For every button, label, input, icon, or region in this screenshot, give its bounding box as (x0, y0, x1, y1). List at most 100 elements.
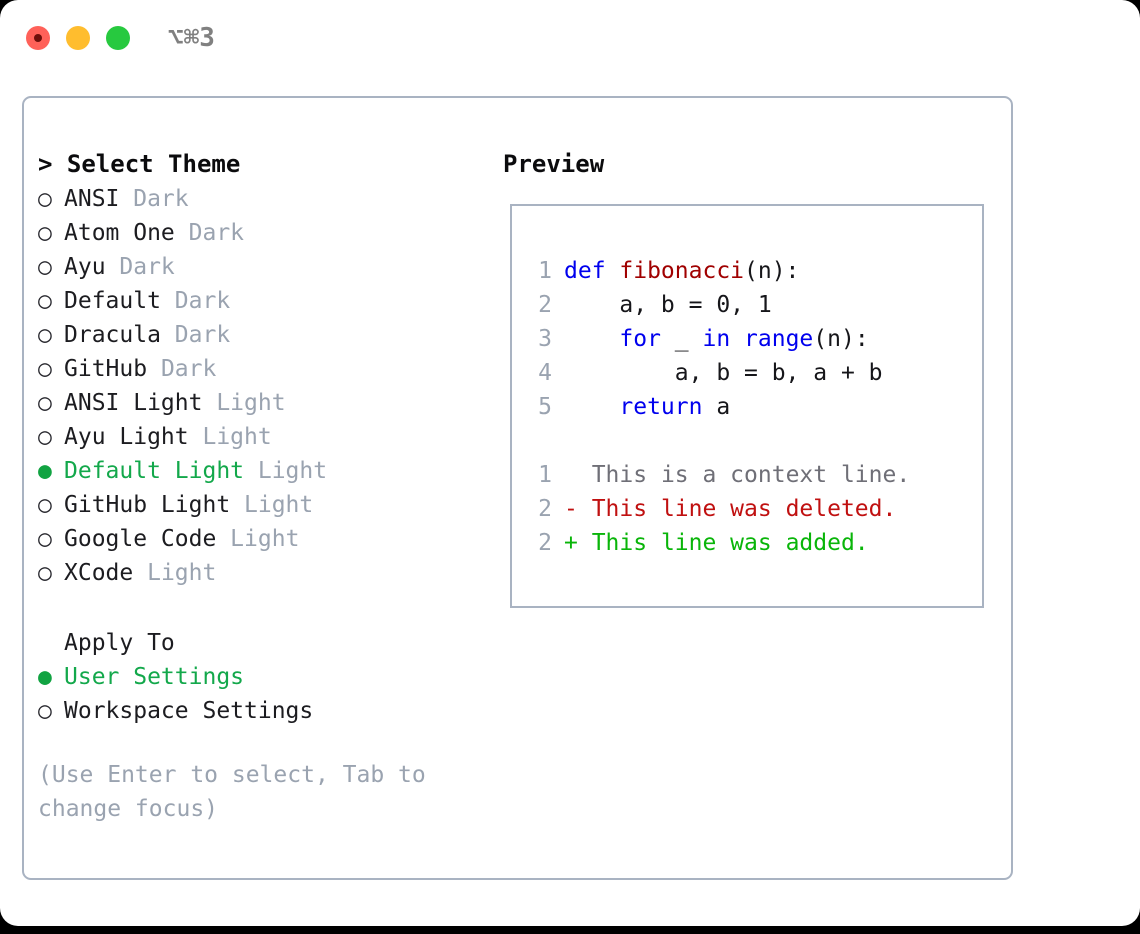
theme-variant-tag: Light (216, 526, 300, 552)
apply-to-title: Apply To (64, 630, 175, 656)
theme-list-item[interactable]: ○Default Dark (38, 284, 498, 318)
main-panel: > Select Theme ○ANSI Dark○Atom One Dark○… (22, 96, 1013, 880)
radio-unselected-icon: ○ (38, 254, 52, 280)
code-token (730, 326, 744, 352)
code-token: return (619, 394, 703, 420)
line-number: 5 (538, 394, 552, 420)
theme-list-item[interactable]: ○ Atom One Dark (38, 216, 498, 250)
theme-variant-tag: Light (202, 390, 286, 416)
line-number: 2 (538, 292, 552, 318)
theme-variant-tag: Light (133, 560, 217, 586)
radio-selected-icon: ● (38, 458, 52, 484)
theme-list-item[interactable]: ○ GitHub Dark (38, 352, 498, 386)
radio-unselected-icon: ○ (38, 698, 52, 724)
code-token: (n): (744, 258, 800, 284)
theme-name-label: Ayu (64, 254, 106, 280)
diff-marker: + (564, 530, 578, 556)
theme-variant-tag: Light (188, 424, 272, 450)
apply-to-option[interactable]: ○ Workspace Settings (38, 694, 498, 728)
theme-list-item[interactable]: ○ Dracula Dark (38, 318, 498, 352)
title-bar: ⌥⌘3 (0, 0, 1140, 78)
code-token: (n): (813, 326, 869, 352)
theme-list-item[interactable]: ○ Ayu Light Light (38, 420, 498, 454)
zoom-button-icon[interactable] (106, 26, 130, 50)
theme-list-item[interactable]: ○ANSI Dark (38, 182, 498, 216)
code-token: fibonacci (619, 258, 745, 284)
theme-name-label: Atom One (64, 220, 175, 246)
theme-variant-tag: Dark (174, 220, 245, 246)
diff-text: This is a context line. (577, 462, 911, 488)
diff-text: This line was deleted. (577, 496, 897, 522)
code-line: 1 def fibonacci(n): (526, 254, 910, 288)
radio-unselected-icon: ○ (38, 560, 52, 586)
preview-title: Preview (503, 150, 605, 178)
theme-name-label: Default Light (64, 458, 245, 484)
radio-unselected-icon: ○ (38, 356, 52, 382)
apply-to-list: ● User Settings ○ Workspace Settings (38, 660, 498, 728)
theme-variant-tag: Dark (119, 186, 189, 212)
radio-selected-icon: ● (38, 664, 52, 690)
radio-unselected-icon: ○ (38, 424, 52, 450)
theme-list-item[interactable]: ○ Google Code Light (38, 522, 498, 556)
theme-variant-tag: Light (230, 492, 314, 518)
line-number: 1 (538, 462, 552, 488)
radio-unselected-icon: ○ (38, 322, 52, 348)
traffic-lights (26, 26, 130, 50)
theme-name-label: Ayu Light (64, 424, 189, 450)
theme-list-item[interactable]: ○GitHub Light Light (38, 488, 498, 522)
line-number: 3 (538, 326, 552, 352)
theme-name-label: Google Code (64, 526, 217, 552)
close-button-icon[interactable] (26, 26, 50, 50)
radio-unselected-icon: ○ (38, 492, 52, 518)
theme-name-label: XCode (64, 560, 134, 586)
diff-marker (564, 462, 578, 488)
code-token: a (702, 394, 731, 420)
theme-list: ○ANSI Dark○Atom One Dark○Ayu Dark○Defaul… (38, 182, 498, 590)
line-number: 1 (538, 258, 552, 284)
code-token (564, 326, 619, 352)
radio-unselected-icon: ○ (38, 390, 52, 416)
line-number: 4 (538, 360, 552, 386)
theme-picker-column: > Select Theme ○ANSI Dark○Atom One Dark○… (38, 146, 498, 826)
keyboard-shortcut-label: ⌥⌘3 (168, 23, 215, 53)
code-line: 3 for _ in range(n): (526, 322, 910, 356)
theme-name-label: GitHub (64, 356, 148, 382)
theme-list-item[interactable]: ○ ANSI Light Light (38, 386, 498, 420)
theme-variant-tag: Dark (147, 356, 217, 382)
code-token: for (619, 326, 661, 352)
code-token: _ (660, 326, 703, 352)
line-number: 2 (538, 496, 552, 522)
apply-to-label: User Settings (64, 664, 245, 690)
keyboard-hint: (Use Enter to select, Tab to change focu… (38, 762, 440, 822)
diff-text: This line was added. (577, 530, 869, 556)
theme-list-item[interactable]: ○ XCode Light (38, 556, 498, 590)
apply-to-option[interactable]: ● User Settings (38, 660, 498, 694)
diff-line: 2- This line was deleted. (526, 492, 910, 526)
theme-variant-tag: Dark (160, 288, 231, 314)
code-diff-separator (526, 424, 910, 458)
code-token: a, b = b, a + b (564, 360, 883, 386)
apply-to-label: Workspace Settings (64, 698, 314, 724)
minimize-button-icon[interactable] (66, 26, 90, 50)
code-token: in (702, 326, 731, 352)
line-number: 2 (538, 530, 552, 556)
code-line: 2 a, b = 0, 1 (526, 288, 910, 322)
theme-list-item[interactable]: ○ Ayu Dark (38, 250, 498, 284)
theme-variant-tag: Dark (105, 254, 175, 280)
theme-name-label: ANSI Light (64, 390, 203, 416)
theme-picker-header: > Select Theme (38, 150, 241, 178)
code-token: def (564, 258, 620, 284)
radio-unselected-icon: ○ (38, 288, 52, 314)
radio-unselected-icon: ○ (38, 220, 52, 246)
diff-line: 1 This is a context line. (526, 458, 910, 492)
theme-variant-tag: Dark (160, 322, 231, 348)
diff-line: 2 + This line was added. (526, 526, 910, 560)
radio-unselected-icon: ○ (38, 186, 52, 212)
code-token: range (744, 326, 814, 352)
theme-name-label: Dracula (64, 322, 161, 348)
radio-unselected-icon: ○ (38, 526, 52, 552)
theme-list-item[interactable]: ●Default Light Light (38, 454, 498, 488)
